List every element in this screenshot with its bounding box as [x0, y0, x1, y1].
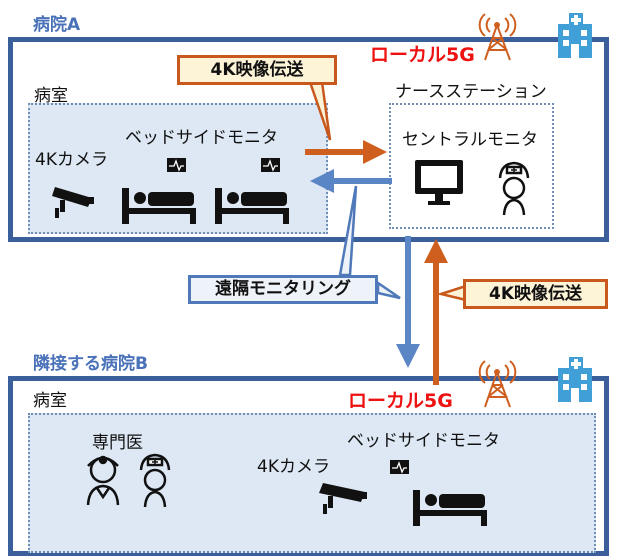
hospital-b-bed-icon: [413, 490, 487, 526]
central-monitor-icon: [415, 160, 463, 205]
remote-monitoring-callout: 遠隔モニタリング: [188, 275, 378, 304]
nurse-icon-a: [498, 161, 530, 216]
hospital-a-monitor-icon-2: [261, 158, 280, 172]
hospital-b-camera-icon: [319, 483, 367, 514]
hospital-a-building-icon: [558, 13, 592, 58]
hospital-b-bedside-label: ベッドサイドモニタ: [347, 431, 500, 451]
specialist-label: 専門医: [92, 433, 143, 453]
hospital-a-bed-icon-1: [122, 188, 196, 224]
hospital-a-video-callout: 4K映像伝送: [177, 55, 337, 85]
doctor-icon: [86, 455, 120, 506]
hospital-b-local5g-label: ローカル5G: [348, 390, 453, 412]
callout-a-pointer: [308, 80, 332, 141]
antenna-b-icon: [478, 360, 517, 408]
hospital-b-camera-label: 4Kカメラ: [257, 457, 330, 477]
callout-remote-pointer: [338, 185, 358, 277]
hospital-a-monitor-icon-1: [167, 158, 186, 172]
nurse-icon-b: [139, 453, 171, 508]
hospital-a-bedside-label: ベッドサイドモニタ: [125, 128, 278, 148]
hospital-b-title: 隣接する病院B: [33, 354, 148, 374]
hospital-a-camera-label: 4Kカメラ: [35, 150, 108, 170]
hospital-b-room: [28, 413, 596, 553]
central-monitor-label: セントラルモニタ: [402, 130, 538, 150]
hospital-a-title: 病院A: [33, 15, 81, 35]
hospital-a-local5g-label: ローカル5G: [370, 44, 475, 66]
hospital-b-monitor-icon: [390, 460, 409, 474]
callout-remote-pointer-2: [376, 280, 401, 300]
hospital-b-room-label: 病室: [33, 391, 67, 411]
hospital-a-bed-icon-2: [215, 188, 289, 224]
hospital-b-building-icon: [558, 357, 592, 402]
hospital-a-room-label: 病室: [34, 86, 68, 106]
nurse-station-label: ナースステーション: [395, 82, 547, 102]
diagram-graphics: [52, 13, 592, 526]
antenna-a-icon: [478, 13, 517, 61]
hospital-b-video-callout: 4K映像伝送: [463, 279, 608, 309]
hospital-a-camera-icon: [52, 187, 94, 218]
